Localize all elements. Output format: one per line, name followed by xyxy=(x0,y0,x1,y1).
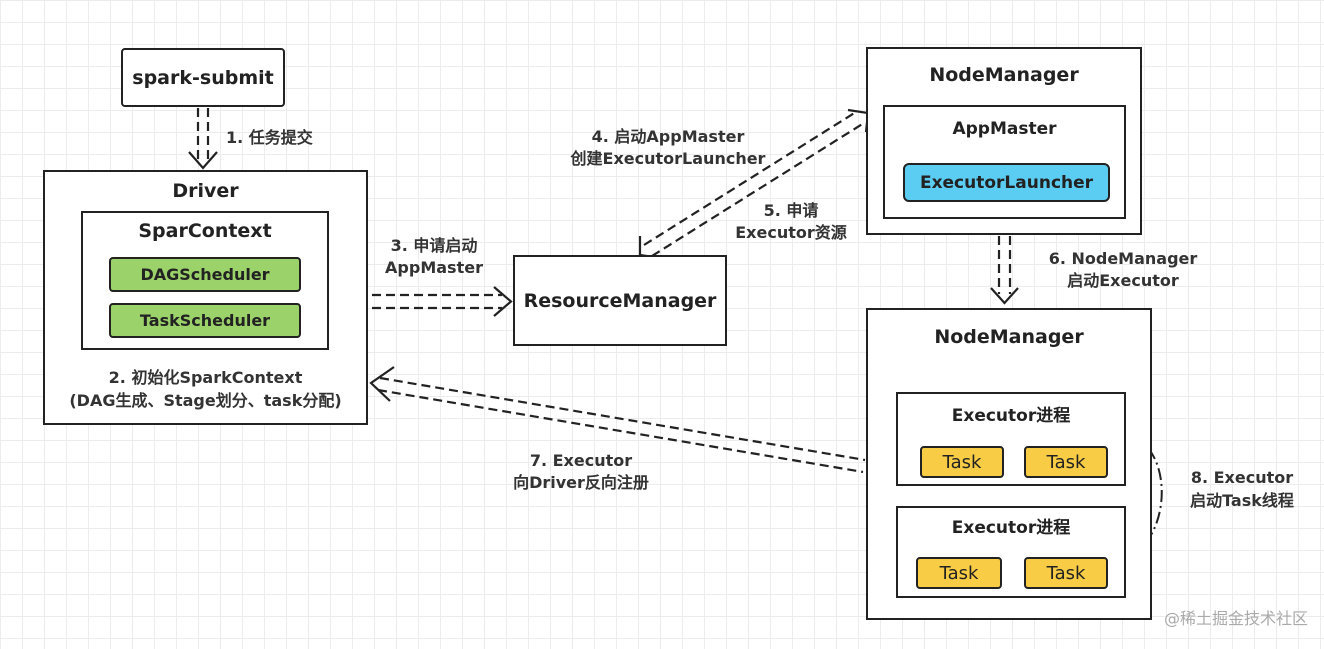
step-3-label-line2: AppMaster xyxy=(385,258,483,277)
node-manager-bottom-box: NodeManager Executor进程 Task Task Executo… xyxy=(866,308,1152,620)
spark-submit-box: spark-submit xyxy=(121,48,285,107)
arrow-submit-to-driver xyxy=(188,108,218,170)
arrow-driver-to-rm xyxy=(372,286,513,317)
driver-note-1: 2. 初始化SparkContext xyxy=(108,368,303,387)
executor-process-2-title: Executor进程 xyxy=(951,518,1071,538)
dag-scheduler: DAGScheduler xyxy=(109,257,301,292)
executor-process-1-title: Executor进程 xyxy=(951,406,1071,426)
task-3: Task xyxy=(916,557,1002,589)
step-8-label-line1: 8. Executor xyxy=(1190,468,1294,487)
arrow-executor-register xyxy=(369,366,866,474)
watermark: @稀土掘金技术社区 xyxy=(1163,609,1308,628)
node-manager-bottom-title: NodeManager xyxy=(934,326,1084,348)
spark-submit-label: spark-submit xyxy=(132,66,274,89)
node-manager-top-title: NodeManager xyxy=(929,64,1079,86)
step-5-label-line1: 5. 申请 xyxy=(763,201,819,220)
task-2: Task xyxy=(1024,446,1108,478)
step-6-label-line2: 启动Executor xyxy=(1067,271,1179,290)
driver-title: Driver xyxy=(172,180,239,202)
step-6-label-line1: 6. NodeManager xyxy=(1048,249,1198,268)
step-7-label-line2: 向Driver反向注册 xyxy=(513,473,649,492)
resource-manager-label: ResourceManager xyxy=(523,289,717,312)
spark-context-title: SparContext xyxy=(138,220,272,242)
arrow-nm-to-nm xyxy=(990,236,1019,305)
task-4: Task xyxy=(1024,557,1108,589)
step-3-label-line1: 3. 申请启动 xyxy=(390,236,478,255)
step-4-label-line1: 4. 启动AppMaster xyxy=(591,127,745,146)
step-1-label: 1. 任务提交 xyxy=(226,128,313,147)
step-8-label-line2: 启动Task线程 xyxy=(1190,491,1294,510)
step-4-label-line2: 创建ExecutorLauncher xyxy=(570,149,766,168)
step-5-label-line2: Executor资源 xyxy=(735,223,847,242)
executor-launcher: ExecutorLauncher xyxy=(903,163,1110,202)
app-master-box: AppMaster ExecutorLauncher xyxy=(883,105,1126,219)
driver-note-2: (DAG生成、Stage划分、task分配) xyxy=(69,391,342,410)
resource-manager-box: ResourceManager xyxy=(513,255,727,346)
app-master-title: AppMaster xyxy=(952,119,1057,139)
step-7-label-line1: 7. Executor xyxy=(529,451,633,470)
driver-box: Driver SparContext DAGScheduler TaskSche… xyxy=(43,170,368,425)
node-manager-top-box: NodeManager AppMaster ExecutorLauncher xyxy=(866,47,1142,235)
task-scheduler: TaskScheduler xyxy=(109,303,301,338)
executor-process-2: Executor进程 Task Task xyxy=(896,506,1126,598)
task-1: Task xyxy=(920,446,1004,478)
executor-process-1: Executor进程 Task Task xyxy=(896,392,1126,486)
spark-context-box: SparContext DAGScheduler TaskScheduler xyxy=(81,211,329,350)
